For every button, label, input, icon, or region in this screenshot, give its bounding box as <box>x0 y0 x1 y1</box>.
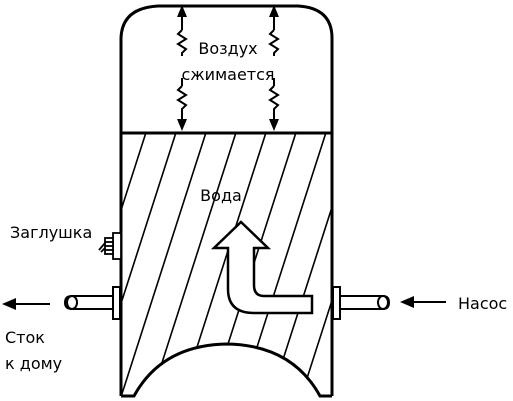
water-label: Вода <box>200 186 242 205</box>
air-label-line1: Воздух <box>198 39 257 58</box>
plug-fitting <box>98 232 122 260</box>
pump-pipe <box>332 286 391 320</box>
air-label-line2: сжимается <box>181 65 274 84</box>
pump-arrow <box>400 296 446 308</box>
drain-label-line1: Сток <box>5 328 45 347</box>
plug-label: Заглушка <box>10 223 92 242</box>
pump-label: Насос <box>458 294 507 313</box>
drain-pipe <box>63 286 121 320</box>
drain-arrow <box>2 298 50 310</box>
tank-body <box>119 4 334 396</box>
drain-label-line2: к дому <box>5 354 62 373</box>
air-arrow-heads <box>177 5 279 131</box>
tank-bottom-dome <box>121 342 332 398</box>
water-inflow-arrow <box>210 220 314 315</box>
